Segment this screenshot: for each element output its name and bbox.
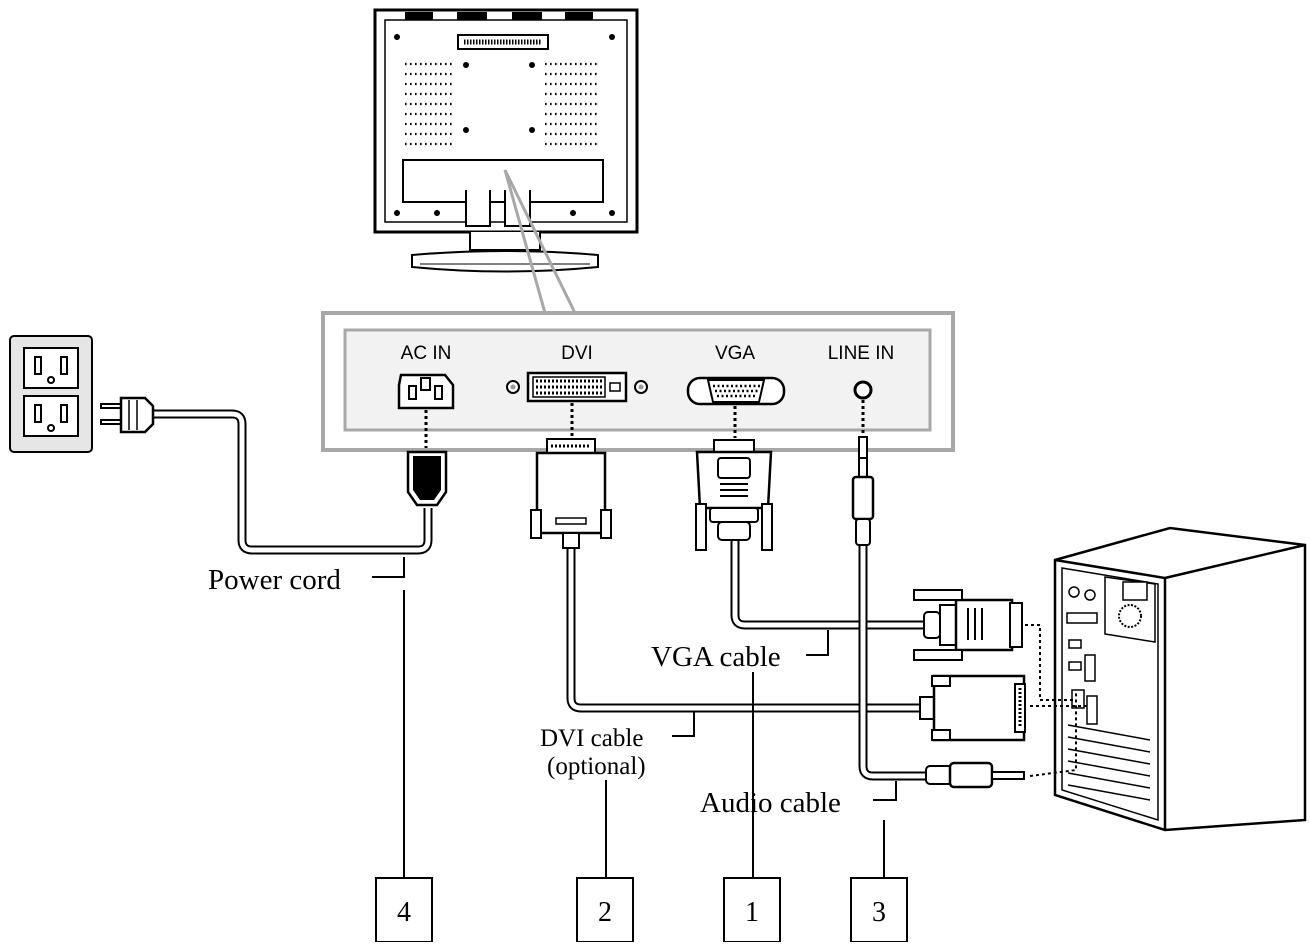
port-panel: AC IN DVI VGA LINE IN <box>321 311 955 452</box>
iec-plug-icon <box>406 450 448 507</box>
vga-plug-pc-icon <box>913 589 1023 661</box>
vga-plug-icon <box>695 439 773 551</box>
audio-plug-icon <box>851 436 875 546</box>
port-link-lines <box>424 400 865 448</box>
callout-leaders <box>372 557 897 880</box>
dvi-port-icon <box>506 371 648 403</box>
audio-plug-pc-icon <box>925 761 1025 789</box>
mains-plug-icon <box>100 396 155 434</box>
line-in-jack-icon <box>853 380 873 400</box>
dvi-optional-label: (optional) <box>547 753 646 780</box>
dvi-port-label: DVI <box>561 343 593 364</box>
number-box-power: 4 <box>397 897 411 928</box>
power-cable <box>100 396 448 555</box>
vga-port-icon <box>686 376 786 406</box>
ac-in-label: AC IN <box>401 343 452 364</box>
vga-cable-label: VGA cable <box>651 641 781 673</box>
number-box-audio: 3 <box>872 897 886 928</box>
monitor-rear <box>373 8 639 273</box>
monitor-screws <box>394 34 615 216</box>
dvi-plug-pc-icon <box>919 674 1026 742</box>
number-boxes <box>375 877 908 943</box>
dvi-plug-icon <box>530 438 612 549</box>
monitor-grilles <box>405 62 600 146</box>
monitor-vents <box>405 12 593 20</box>
dvi-cable-label: DVI cable <box>540 725 643 752</box>
wall-outlet <box>9 335 93 453</box>
number-box-vga: 1 <box>745 897 759 928</box>
audio-cable-label: Audio cable <box>700 787 841 819</box>
zoom-lines <box>503 169 577 314</box>
number-box-dvi: 2 <box>598 897 612 928</box>
vga-cable <box>695 439 1023 661</box>
dvi-cable <box>530 438 1026 742</box>
line-in-port-label: LINE IN <box>828 343 895 364</box>
ac-in-socket-icon <box>397 373 455 410</box>
vga-port-label: VGA <box>715 343 755 364</box>
audio-cable <box>851 436 1025 789</box>
pc-tower <box>1025 526 1307 832</box>
power-cord-label: Power cord <box>208 564 341 596</box>
